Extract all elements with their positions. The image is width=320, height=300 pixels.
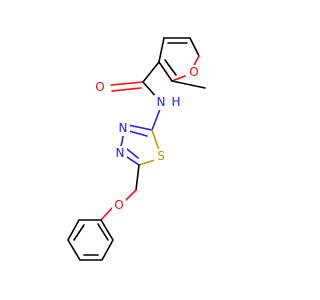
molecule-diagram: O O N H N N S O <box>67 37 206 261</box>
thiadiazole-s-bg <box>154 149 168 164</box>
bond-c2-n3-double <box>128 130 148 137</box>
bond-c2-c3 <box>158 61 173 82</box>
thiadiazole-sulfur-label: S <box>157 149 165 163</box>
thiadiazole-n1-bg <box>116 121 130 136</box>
ether-bond <box>124 189 137 202</box>
ether-o-bg <box>112 198 126 213</box>
amide-nitrogen-label: N <box>157 95 166 109</box>
carbonyl-furan-bond <box>142 61 160 83</box>
amide-hydrogen-label: H <box>171 95 180 109</box>
bond-s-c2 <box>151 129 160 151</box>
carbonyl-double-bond <box>111 87 142 92</box>
bond-c2-c3-double <box>164 59 177 76</box>
phenyl-ring <box>67 219 114 261</box>
phenyl-hexagon <box>67 219 114 261</box>
furan-ring <box>158 37 200 82</box>
bond-c3-c4-ring <box>158 37 165 63</box>
bond-o-c2 <box>171 75 186 82</box>
amide-o-bg <box>93 79 107 94</box>
thiadiazole-n2-bg <box>113 146 127 161</box>
methyl-bond <box>171 80 206 89</box>
phenoxy-bond <box>100 206 114 221</box>
bond-n4-c5-double <box>126 148 139 159</box>
bond-c5-s <box>138 159 156 166</box>
methylene-bond <box>135 164 140 191</box>
furan-o-bg <box>187 65 201 80</box>
thiadiazole-n2-label: N <box>116 146 125 160</box>
thiadiazole-n1-label: N <box>119 121 128 135</box>
phenyl-double-3 <box>97 223 109 241</box>
structure-svg: O O N H N N S O <box>67 37 206 261</box>
bond-c2-n3 <box>127 124 153 131</box>
ether-oxygen-label: O <box>114 198 123 212</box>
amide-oxygen-label: O <box>95 80 104 94</box>
phenyl-double-1 <box>73 224 85 241</box>
furan-oxygen-label: O <box>189 65 198 79</box>
amide-n-bg <box>154 95 168 110</box>
carbonyl-bond <box>110 81 144 86</box>
bond-c4-c5 <box>189 37 200 57</box>
